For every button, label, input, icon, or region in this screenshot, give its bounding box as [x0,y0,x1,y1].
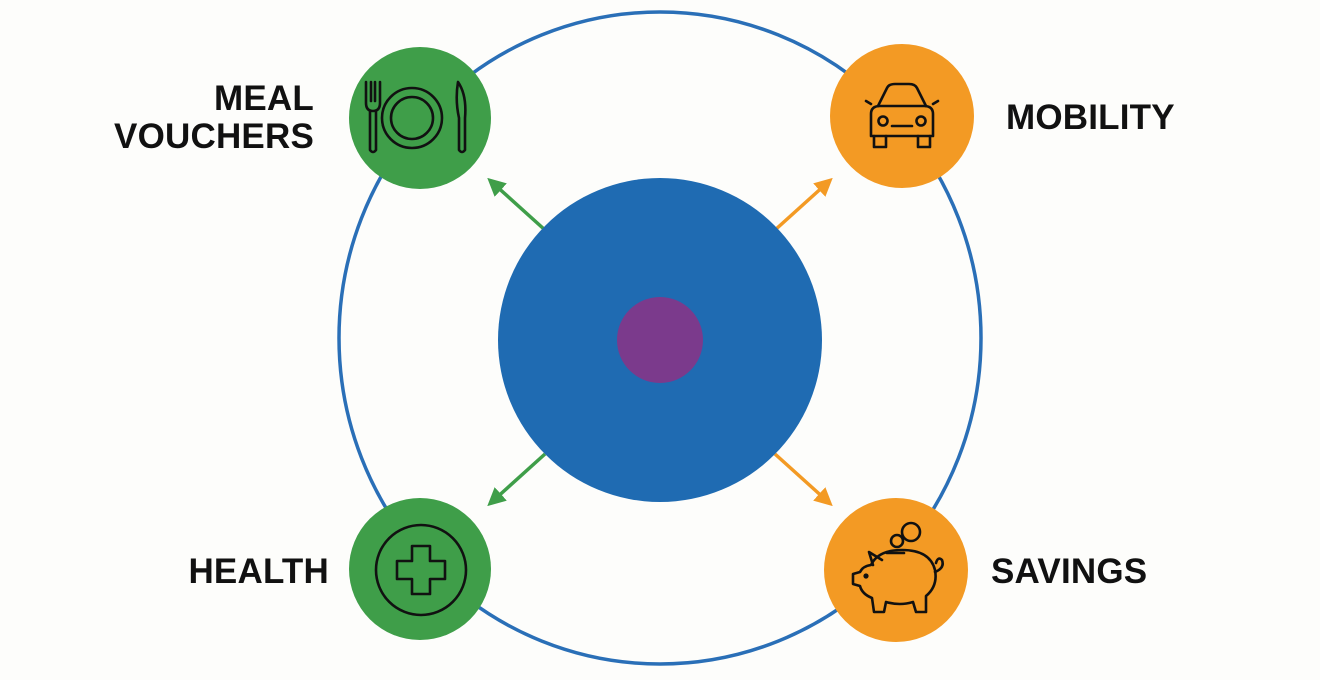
mobility-circle [830,44,974,188]
savings-label-line-1: SAVINGS [991,552,1148,591]
hub-core [617,297,703,383]
node-mobility [830,44,974,188]
fork-plate-knife-icon [364,80,467,154]
outer-ring [337,10,983,666]
mobility-label: MOBILITY [1006,99,1175,137]
savings-circle [824,498,968,642]
meal-vouchers-label: MEAL VOUCHERS [114,80,314,156]
meal-vouchers-circle [349,47,491,189]
meal-vouchers-label-line-2: VOUCHERS [114,117,314,156]
health-label: HEALTH [188,553,329,591]
mobility-label-line-1: MOBILITY [1006,98,1175,137]
arrow-to-savings [773,452,833,507]
arrow-to-meal-vouchers [487,177,547,232]
meal-vouchers-label-line-1: MEAL [214,79,314,118]
node-health [349,498,491,640]
health-circle [349,498,491,640]
car-icon [864,82,940,149]
arrow-to-health [487,452,547,507]
node-savings [824,498,968,642]
node-meal-vouchers [349,47,491,189]
savings-label: SAVINGS [991,553,1147,591]
piggy-bank-icon [851,521,944,614]
medical-cross-icon [374,523,468,617]
arrow-to-mobility [773,177,833,232]
health-label-line-1: HEALTH [188,552,329,591]
